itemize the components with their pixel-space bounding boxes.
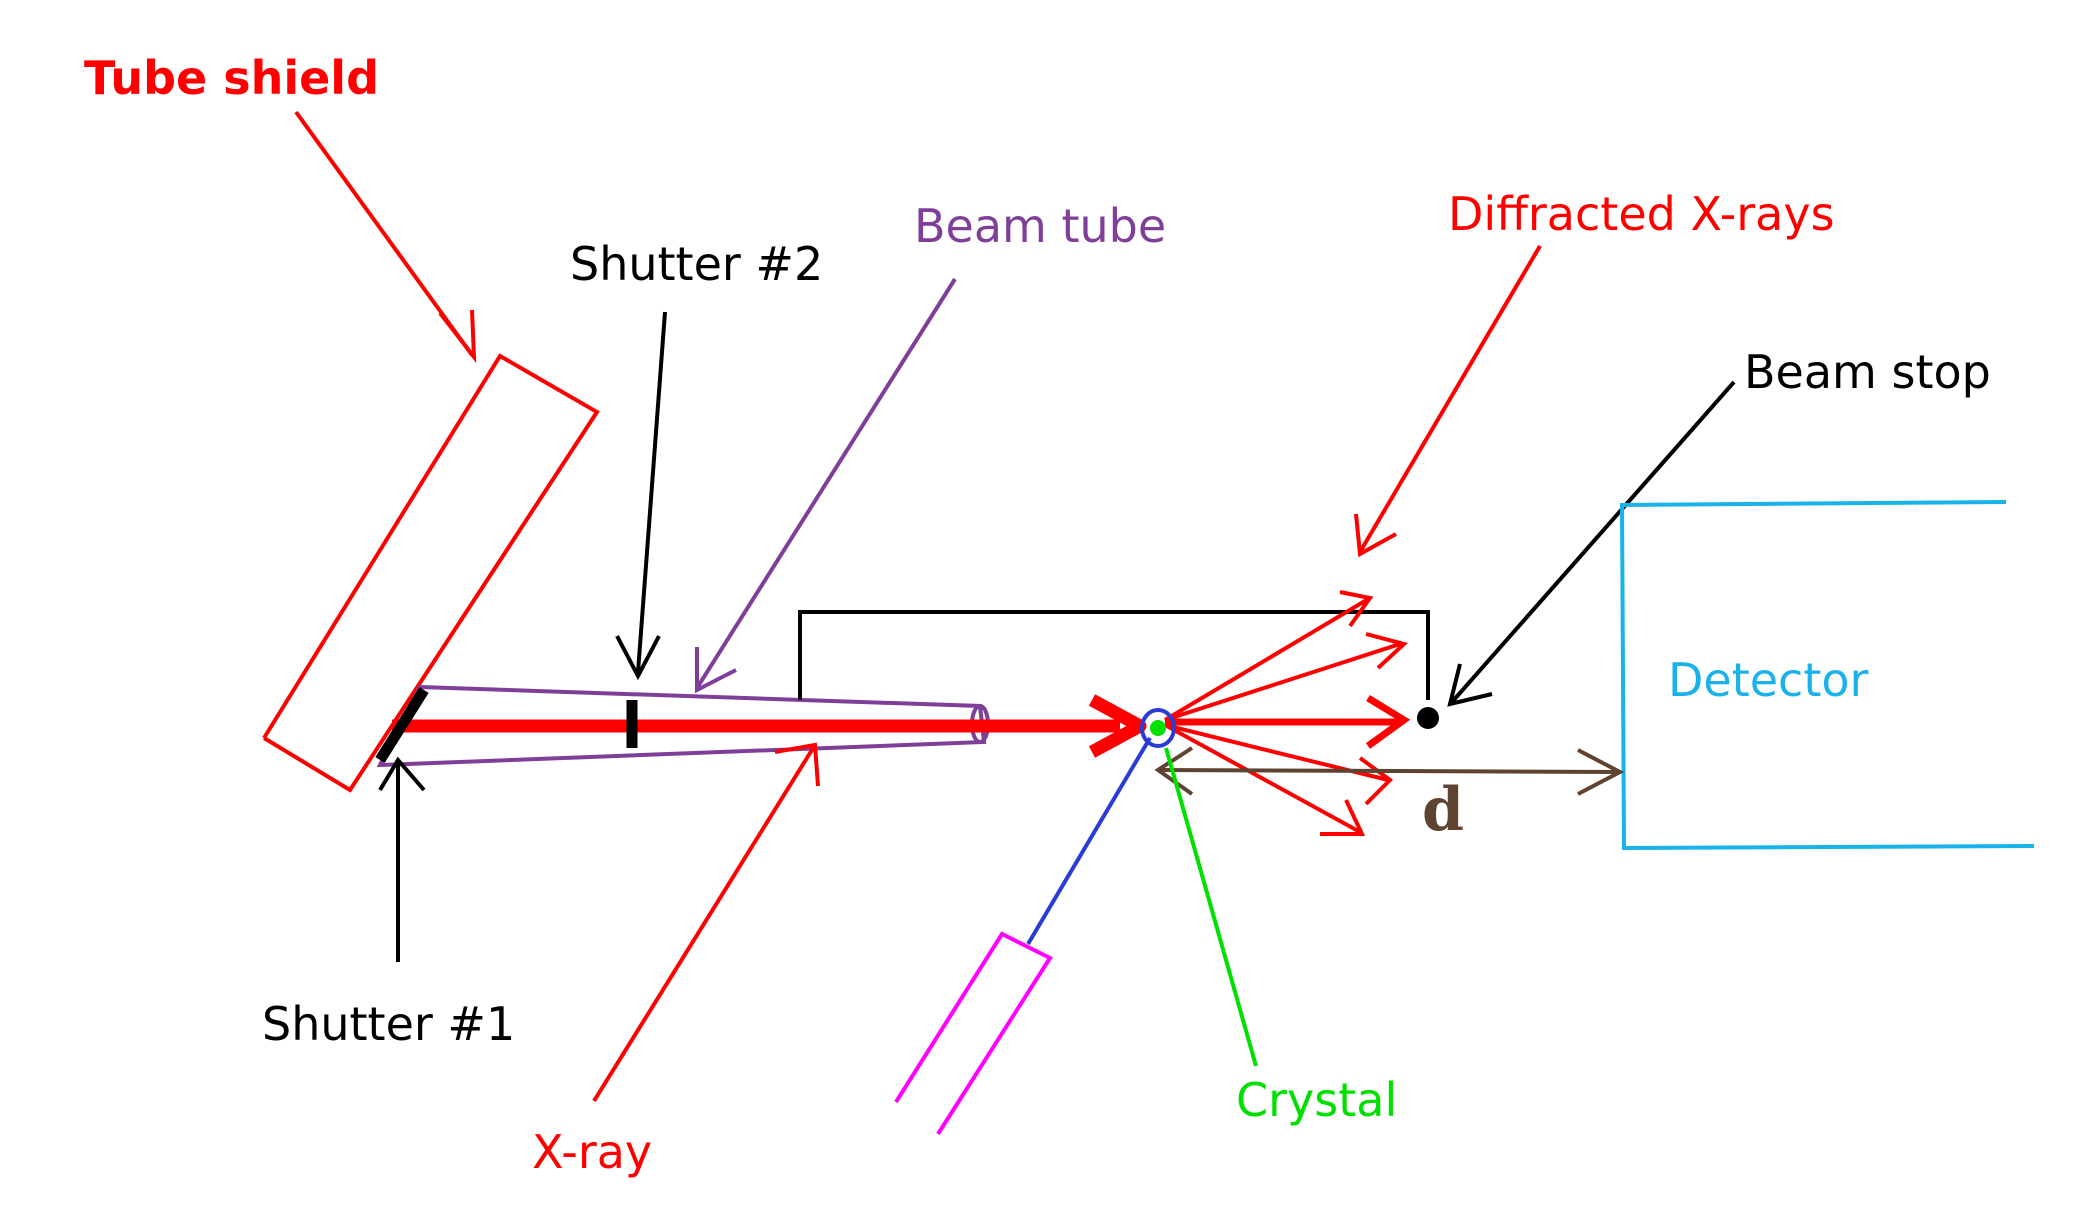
diffracted-pointer (1358, 244, 1542, 554)
label-diffracted-xrays: Diffracted X-rays (1448, 187, 1835, 241)
xray-pointer (592, 743, 817, 1103)
detector-box (1619, 500, 2035, 851)
distance-d-head-right (1577, 748, 1625, 796)
beam-stop (1417, 707, 1439, 729)
distance-d-head-left (1154, 746, 1194, 796)
ray-down-1-head (1358, 756, 1394, 806)
ray-down-2 (1164, 723, 1361, 834)
label-beam-stop: Beam stop (1744, 345, 1991, 399)
label-shutter-1: Shutter #1 (262, 997, 515, 1051)
beam-stop-pointer (1450, 380, 1736, 704)
distance-d-line (1157, 768, 1621, 774)
label-detector: Detector (1668, 653, 1869, 707)
tube-shield-pointer-head (438, 309, 477, 364)
xray-pointer-head (774, 742, 820, 787)
diffracted-rays (1163, 590, 1411, 836)
beam-stop-pointer-head (1447, 663, 1493, 707)
xray-beam-head (1088, 694, 1147, 758)
crystal-pointer (1164, 747, 1258, 1067)
crystal-loop (1140, 708, 1176, 748)
label-xray: X-ray (532, 1125, 652, 1179)
ray-center-head (1365, 695, 1411, 749)
shutter-1-pointer-head (378, 756, 426, 792)
shutter-2-pointer-head (615, 635, 661, 681)
ray-down-2-head (1320, 799, 1366, 836)
ray-up-2 (1164, 642, 1401, 722)
shutter-2-pointer (636, 311, 667, 673)
label-shutter-2: Shutter #2 (570, 237, 823, 291)
label-d: d (1422, 775, 1464, 845)
ray-up-1 (1163, 596, 1372, 722)
ray-up-1-head (1339, 590, 1374, 628)
shutter-1 (375, 687, 429, 763)
crystal-pin (1026, 736, 1152, 946)
tube-shield-box (262, 353, 600, 793)
distance-bracket (798, 610, 1430, 700)
beam-tube-pointer (695, 277, 957, 690)
label-crystal: Crystal (1236, 1073, 1397, 1127)
diffracted-pointer-head (1354, 513, 1397, 558)
label-beam-tube: Beam tube (914, 199, 1166, 253)
beam-tube-pointer-head (695, 647, 737, 694)
ray-up-2-head (1365, 632, 1409, 670)
label-tube-shield: Tube shield (84, 51, 379, 105)
crystal-mount (894, 931, 1053, 1136)
crystal (1150, 720, 1166, 736)
